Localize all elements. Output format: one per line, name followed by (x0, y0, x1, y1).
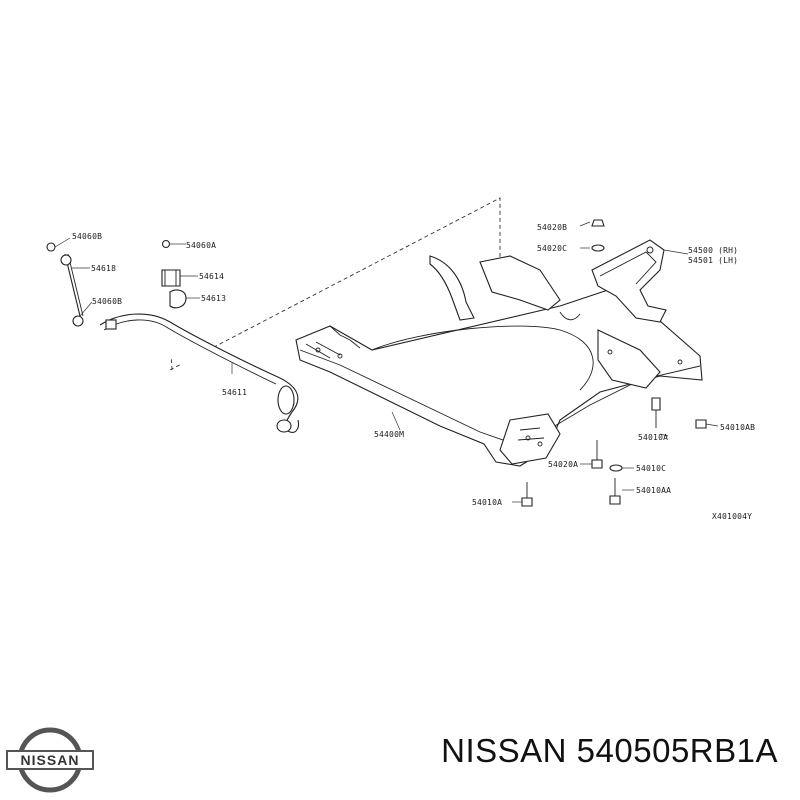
label-54060A: 54060A (186, 241, 216, 250)
logo-wordmark: NISSAN (21, 752, 80, 768)
label-54060B-top: 54060B (72, 232, 102, 241)
label-54010AB: 54010AB (720, 423, 755, 432)
label-54020B: 54020B (537, 223, 567, 232)
fasteners (521, 219, 707, 507)
label-54500-rh: 54500 (RH) (688, 246, 738, 255)
label-54613: 54613 (201, 294, 226, 303)
nissan-logo: NISSAN (6, 727, 94, 793)
part-title: NISSAN 540505RB1A (441, 732, 778, 769)
label-54020C: 54020C (537, 244, 567, 253)
label-54611: 54611 (222, 388, 247, 397)
label-54060B-mid: 54060B (92, 297, 122, 306)
label-54010C: 54010C (636, 464, 666, 473)
bushing-clamp (161, 239, 187, 309)
dashed-callout-frame (169, 197, 501, 371)
diagram-ref-code: X401004Y (712, 512, 752, 521)
part-labels: 54060B 54618 54060B 54060A 54614 54613 5… (72, 223, 755, 521)
label-54400M: 54400M (374, 430, 404, 439)
lower-control-arm (591, 239, 667, 323)
label-54010A-bottom: 54010A (472, 498, 502, 507)
label-54618: 54618 (91, 264, 116, 273)
label-54020A: 54020A (548, 460, 578, 469)
label-54010A-right: 54010A (638, 433, 668, 442)
stabilizer-link (46, 242, 117, 330)
label-54614: 54614 (199, 272, 224, 281)
front-subframe (295, 255, 703, 467)
label-54010AA: 54010AA (636, 486, 671, 495)
stabilizer-bar (99, 313, 300, 433)
label-54501-lh: 54501 (LH) (688, 256, 738, 265)
leader-lines (54, 221, 719, 503)
